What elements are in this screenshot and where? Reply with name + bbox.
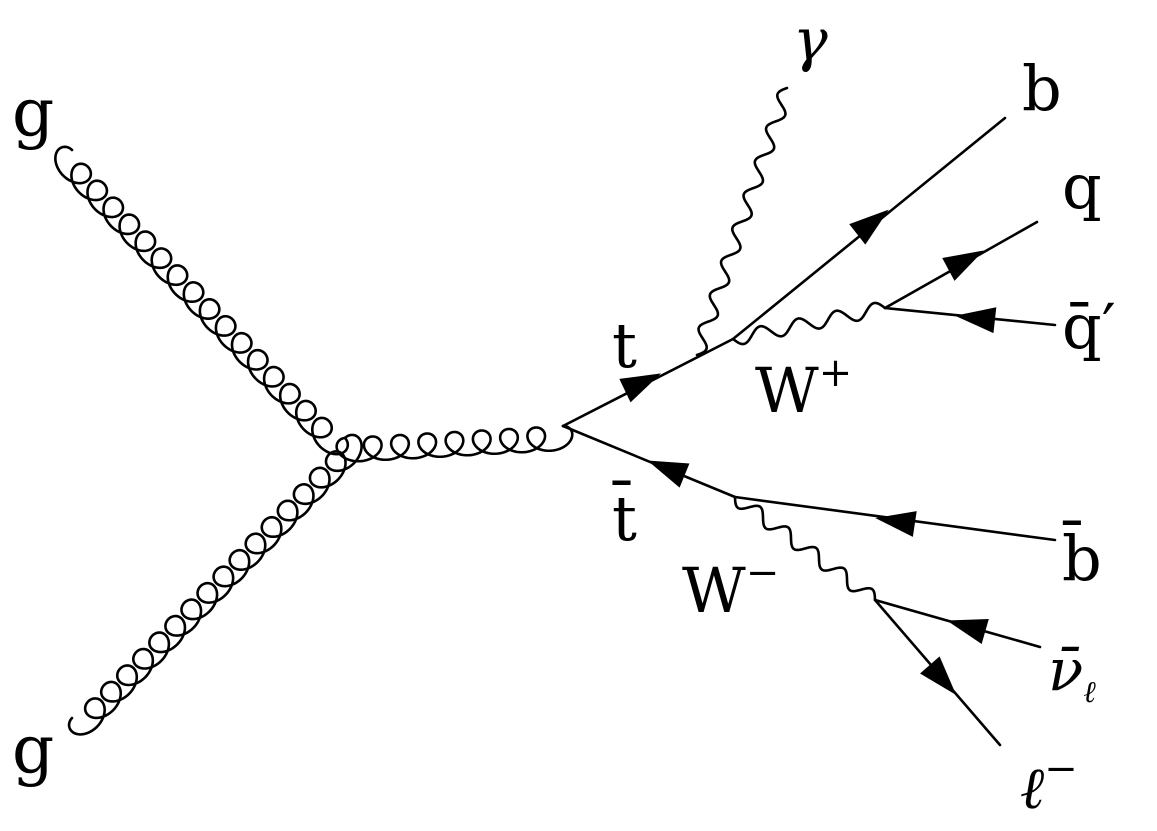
photon-label: γ xyxy=(793,6,828,74)
antitop-quark-label: t̄ xyxy=(612,480,637,555)
qbar-prime-label: q̄′ xyxy=(1062,290,1116,363)
w-minus-superscript: − xyxy=(746,550,780,596)
gluon-label-top: g xyxy=(12,74,54,151)
lepton-symbol: ℓ xyxy=(1020,754,1044,822)
top-quark-label: t xyxy=(612,309,637,382)
lepton-superscript: − xyxy=(1044,746,1078,792)
q-quark-label: q xyxy=(1062,150,1102,223)
fermion-arrows xyxy=(619,209,997,696)
gluon-line-top xyxy=(54,145,350,456)
antineutrino-subscript: ℓ xyxy=(1083,675,1096,710)
w-minus-boson-line xyxy=(733,495,877,602)
arrowhead-1 xyxy=(619,373,662,403)
arrowhead-3 xyxy=(942,250,984,281)
arrowhead-4 xyxy=(955,307,997,334)
antineutrino-label: ν̄ℓ xyxy=(1048,636,1096,710)
gluon-label-bottom: g xyxy=(12,711,54,788)
lepton-label: ℓ− xyxy=(1020,746,1078,822)
arrowhead-7 xyxy=(946,618,989,644)
w-plus-superscript: + xyxy=(819,350,853,396)
antineutrino-symbol: ν̄ xyxy=(1048,636,1083,704)
gluon-propagator xyxy=(335,424,574,463)
w-minus-letter: W xyxy=(682,554,746,627)
w-minus-label: W− xyxy=(682,550,779,627)
arrowhead-6 xyxy=(875,511,917,537)
arrowhead-5 xyxy=(647,460,690,488)
w-plus-letter: W xyxy=(755,354,819,427)
b-quark-label: b xyxy=(1022,52,1062,125)
arrowhead-8 xyxy=(920,656,957,696)
photon-line xyxy=(695,86,789,357)
w-plus-boson-line xyxy=(731,301,887,346)
arrowhead-2 xyxy=(849,209,889,245)
w-plus-label: W+ xyxy=(755,350,852,427)
bbar-quark-label: b̄ xyxy=(1062,520,1102,595)
gluon-line-bottom xyxy=(67,433,363,736)
